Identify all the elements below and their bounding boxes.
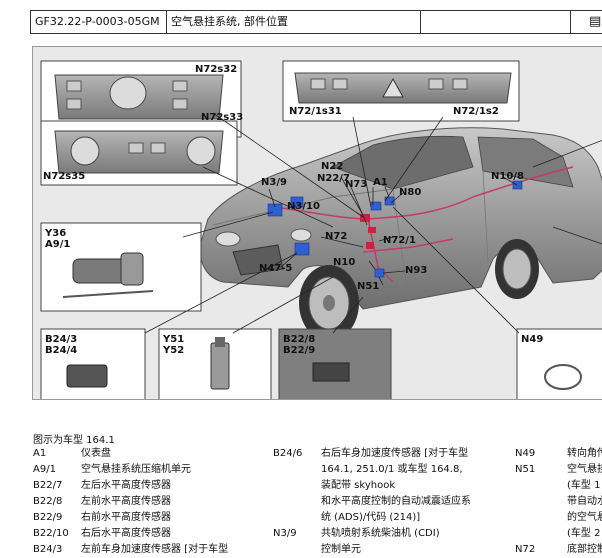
callout-n47-5: N47-5 xyxy=(259,263,293,274)
callout-n72s32: N72s32 xyxy=(195,64,238,75)
inset-label-y36-a9-1: Y36 A9/1 xyxy=(45,228,71,250)
vehicle-illustration xyxy=(40,60,602,399)
callout-n22: N22 xyxy=(321,161,344,172)
book-icon[interactable]: ▤ xyxy=(589,14,602,29)
document-id: GF32.22-P-0003-05GM xyxy=(31,11,167,33)
rear-wheel xyxy=(495,239,539,299)
callout-n72s35: N72s35 xyxy=(43,171,86,182)
inset-y51-strut xyxy=(158,328,272,399)
legend-column-3: N49转向角传 N51空气悬挂 (车型 1 带自动水 的空气悬 (车型 2 N7… xyxy=(515,446,602,558)
legend-row: (车型 2 xyxy=(567,528,601,539)
legend-row: 统 (ADS)/代码 (214)] xyxy=(321,512,421,523)
legend-row: N49转向角传 xyxy=(515,448,602,459)
legend-row: 带自动水 xyxy=(567,496,602,507)
inset-label-b24: B24/3 B24/4 xyxy=(45,334,78,356)
component-location-figure: N72s32 N72s33 N72/1s31 N72/1s2 N72s35 N3… xyxy=(32,46,602,400)
legend-row: 装配带 skyhook xyxy=(321,480,396,491)
callout-n51: N51 xyxy=(357,281,380,292)
inset-label-n49: N49 xyxy=(521,334,544,345)
wiring-harness xyxy=(272,166,574,283)
inset-b22-level-sensor xyxy=(278,328,392,399)
legend-row: 控制单元 xyxy=(321,544,361,555)
callout-n93: N93 xyxy=(405,265,428,276)
inset-label-b22: B22/8 B22/9 xyxy=(283,334,316,356)
inset-compressor xyxy=(40,222,202,312)
callout-n72-1s2: N72/1s2 xyxy=(453,106,499,117)
legend-row: 164.1, 251.0/1 或车型 164.8, xyxy=(321,464,463,475)
callout-n72s33: N72s33 xyxy=(201,112,244,123)
callout-n72: N72 xyxy=(325,231,348,242)
callout-n73: N73 xyxy=(345,179,368,190)
callout-n22-7: N22/7 xyxy=(317,173,350,184)
leader-lines xyxy=(144,112,602,334)
callout-n3-10: N3/10 xyxy=(287,201,320,212)
callout-n3-9: N3/9 xyxy=(261,177,287,188)
legend-row: 的空气悬 xyxy=(567,512,602,523)
inset-control-panel-n72-1 xyxy=(282,60,520,122)
legend-row: (车型 1 xyxy=(567,480,601,491)
callout-n72-1: N72/1 xyxy=(383,235,416,246)
front-wheel xyxy=(299,265,359,341)
callout-n80: N80 xyxy=(399,187,422,198)
document-header: GF32.22-P-0003-05GM 空气悬挂系统, 部件位置 ▤ xyxy=(30,10,602,34)
legend-row: N51空气悬挂 xyxy=(515,464,602,475)
figure-caption: 图示为车型 164.1 xyxy=(33,435,115,446)
callout-n10: N10 xyxy=(333,257,356,268)
document-title: 空气悬挂系统, 部件位置 xyxy=(167,11,421,33)
inset-n49-steering xyxy=(516,328,602,399)
red-components xyxy=(360,214,376,249)
callout-n10-8: N10/8 xyxy=(491,171,524,182)
legend-row: N72底部控制 xyxy=(515,544,602,555)
suv-body xyxy=(199,127,602,310)
callout-n72-1s31: N72/1s31 xyxy=(289,106,342,117)
legend-row: 和水平高度控制的自动减震适应系 xyxy=(321,496,471,507)
inset-label-y51-y52: Y51 Y52 xyxy=(163,334,185,356)
inset-control-panel-n72s35 xyxy=(40,120,238,186)
header-blank-cell xyxy=(421,11,571,33)
inset-b24-sensor xyxy=(40,328,146,399)
callout-a1: A1 xyxy=(373,177,388,188)
blue-components xyxy=(267,180,523,278)
